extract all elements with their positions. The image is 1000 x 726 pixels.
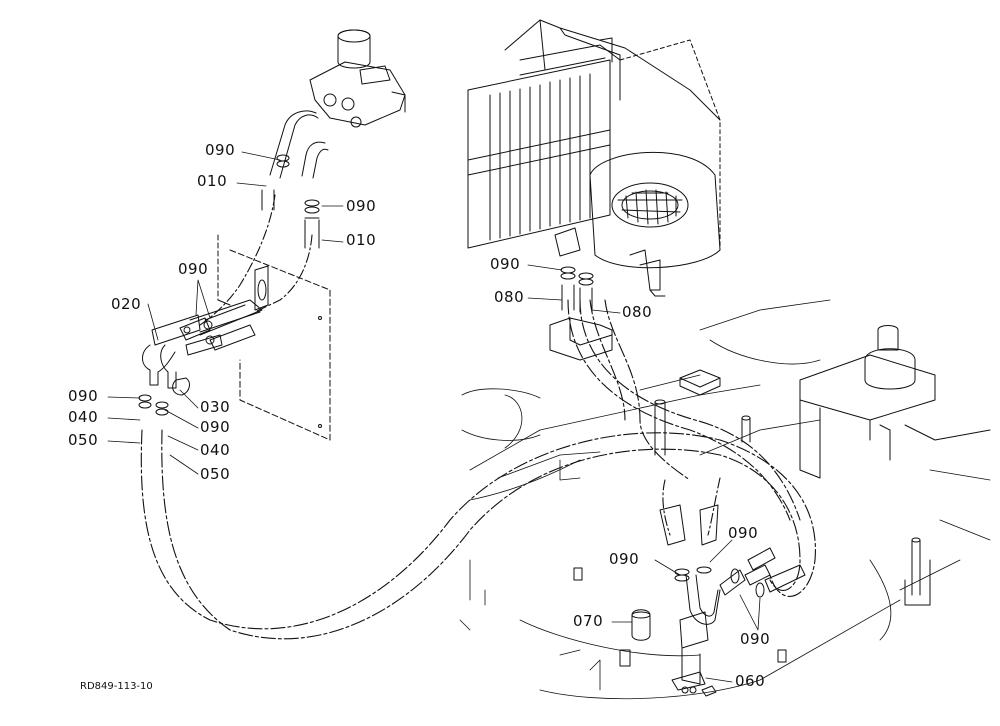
callout-090: 090 [200,418,231,436]
callout-090: 090 [490,255,521,273]
drawing-code: RD849-113-10 [80,681,153,692]
callout-010: 010 [346,231,377,249]
valve-hoses [261,110,329,249]
callout-010: 010 [197,172,228,190]
callout-040: 040 [68,408,99,426]
callout-050: 050 [200,465,231,483]
union-assembly [142,299,263,396]
hose-couplers [549,266,613,361]
rubber-block [679,369,721,396]
callout-050: 050 [68,431,99,449]
frame-posts [573,399,931,697]
callout-060: 060 [735,672,766,690]
mounting-panel [217,234,331,441]
callout-090: 090 [740,630,771,648]
floor-frame-outline [459,299,991,700]
callout-020: 020 [111,295,142,313]
seat-bracket [799,325,991,479]
callout-090: 090 [728,524,759,542]
callout-090: 090 [68,387,99,405]
long-hoses [140,194,816,640]
callout-080: 080 [494,288,525,306]
callout-090: 090 [346,197,377,215]
heater-valve [309,29,406,128]
heater-unit [467,19,721,297]
callout-090: 090 [205,141,236,159]
callout-040: 040 [200,441,231,459]
callout-070: 070 [573,612,604,630]
leader-lines [107,151,761,683]
hose-clamps-left [138,154,320,416]
callout-080: 080 [622,303,653,321]
water-pipe-assembly [631,504,806,694]
callout-030: 030 [200,398,231,416]
callout-090: 090 [178,260,209,278]
callout-090: 090 [609,550,640,568]
